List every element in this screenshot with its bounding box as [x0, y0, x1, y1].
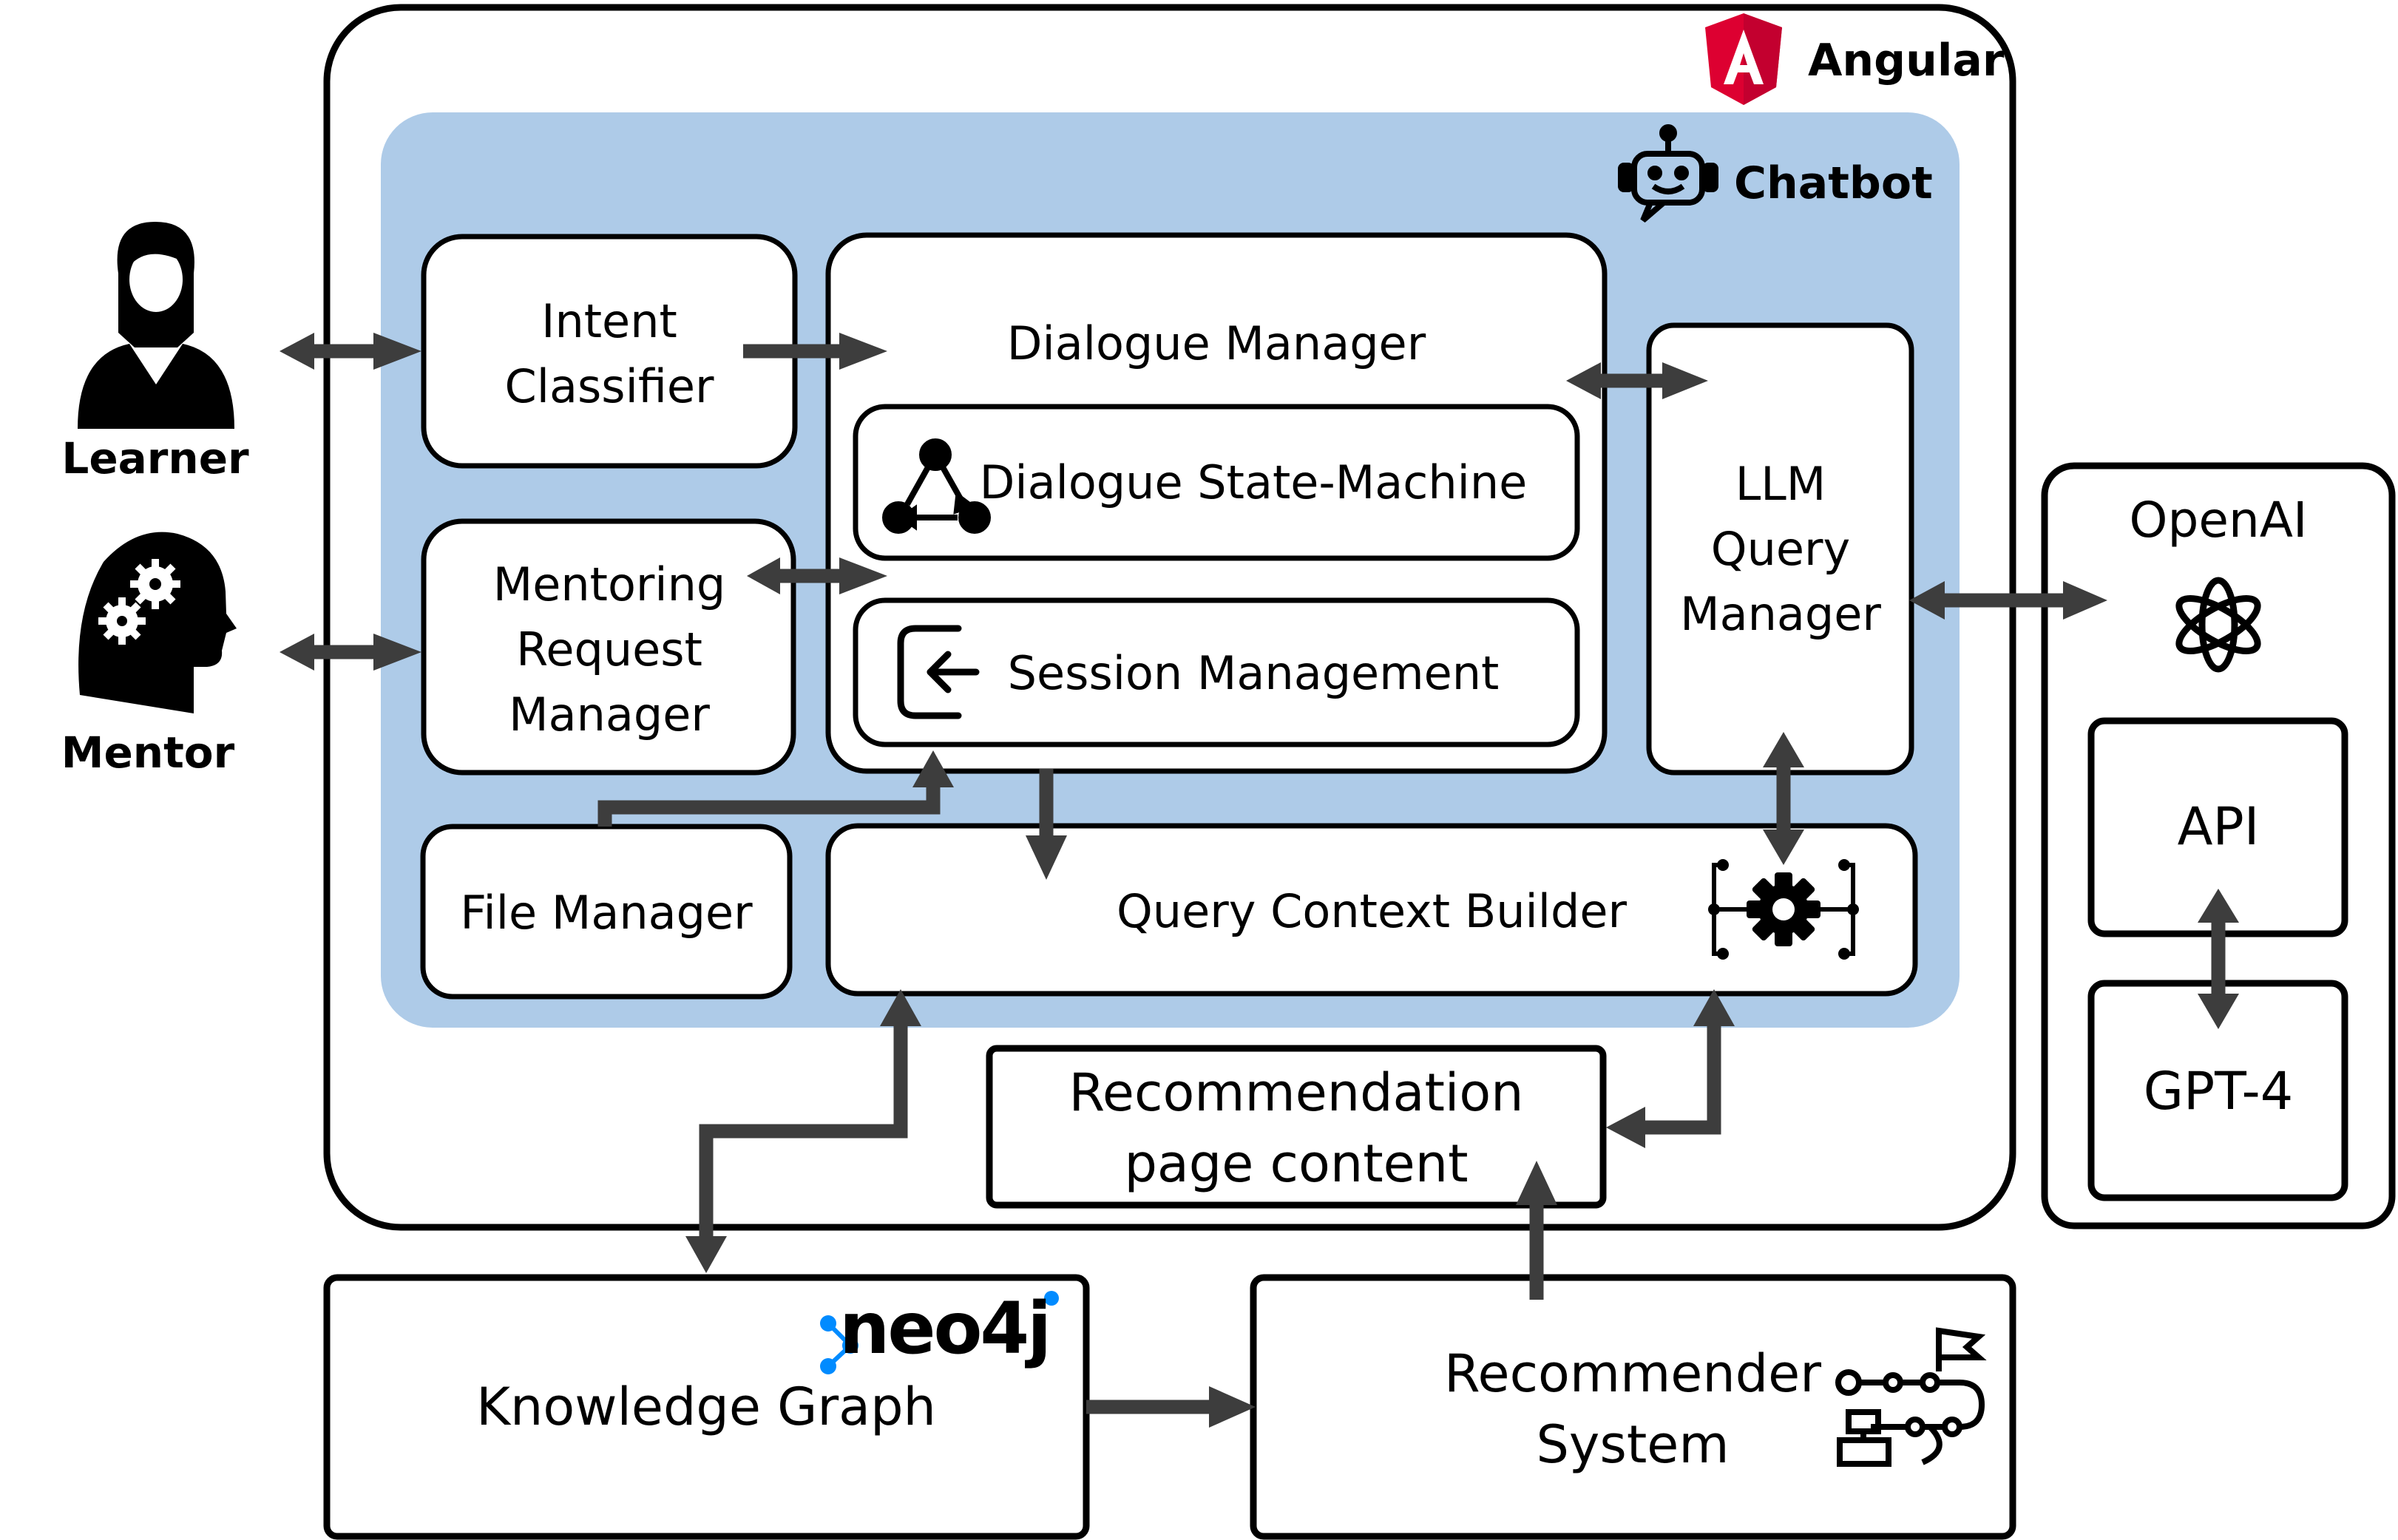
chatbot-label: Chatbot [1734, 157, 1933, 209]
arrow-api-gpt4 [2198, 889, 2239, 1029]
recommender-system-box [1250, 1274, 2016, 1540]
llm-label-1: LLM [1735, 457, 1826, 511]
recommendation-page-content-box [986, 1045, 1607, 1209]
llm-label-2: Query [1711, 522, 1850, 576]
learner-icon [78, 222, 234, 429]
session-management-box [853, 597, 1580, 747]
mentor-icon [78, 532, 237, 713]
arrow-kg-recommender [1086, 1386, 1256, 1428]
arrow-mentor-mentoring [280, 634, 421, 671]
session-management-label: Session Management [1008, 646, 1500, 700]
robot-icon [1618, 124, 1718, 223]
arrow-intent-dialogue [743, 333, 887, 370]
angular-label: Angular [1808, 35, 2005, 87]
login-icon [897, 625, 980, 719]
arrow-dialogue-llm [1566, 362, 1708, 399]
recommendation-label-1: Recommendation [1068, 1062, 1523, 1123]
arrow-learner-intent [280, 333, 421, 370]
llm-label-3: Manager [1680, 587, 1881, 641]
query-context-builder-box [825, 823, 1918, 997]
query-context-builder-label: Query Context Builder [1117, 884, 1628, 938]
dialogue-state-machine-label: Dialogue State-Machine [980, 455, 1528, 509]
arrow-kg-qcb [685, 989, 921, 1273]
state-machine-icon [882, 438, 991, 534]
mentoring-request-manager-box [421, 518, 796, 776]
arrow-llm-qcb [1763, 732, 1804, 865]
gear-icon [1708, 859, 1859, 960]
knowledge-graph-label: Knowledge Graph [476, 1377, 936, 1437]
roadmap-icon [1835, 1327, 1987, 1467]
gpt4-label: GPT-4 [2144, 1061, 2294, 1122]
arrow-file-session [597, 750, 954, 827]
intent-classifier-box [421, 234, 798, 469]
recommendation-label-2: page content [1124, 1133, 1468, 1194]
arrow-recommender-recpage [1516, 1161, 1557, 1300]
recommender-label-2: System [1536, 1414, 1729, 1475]
mentoring-label-3: Manager [509, 688, 710, 742]
arrow-dialogue-qcb [1026, 769, 1067, 880]
mentor-label: Mentor [61, 727, 235, 778]
openai-label: OpenAI [2130, 492, 2308, 549]
api-label: API [2178, 796, 2260, 857]
openai-logo-icon [2175, 577, 2261, 673]
neo4j-logo-text: neo4j [839, 1287, 1049, 1370]
dialogue-state-machine-box [853, 404, 1580, 561]
angular-logo-icon [1705, 13, 1782, 105]
intent-classifier-label-1: Intent [541, 294, 677, 348]
arrow-recpage-qcb [1606, 989, 1735, 1148]
mentoring-label-2: Request [516, 623, 702, 676]
mentoring-label-1: Mentoring [493, 557, 726, 611]
arrow-mentoring-dialogue [747, 557, 887, 594]
file-manager-label: File Manager [460, 886, 753, 940]
recommender-label-1: Recommender [1444, 1343, 1821, 1404]
neo4j-logo-icon [820, 1291, 1059, 1374]
intent-classifier-label-2: Classifier [504, 359, 714, 413]
dialogue-manager-label: Dialogue Manager [1007, 316, 1426, 370]
arrow-llm-openai [1909, 581, 2107, 620]
learner-label: Learner [61, 433, 249, 484]
